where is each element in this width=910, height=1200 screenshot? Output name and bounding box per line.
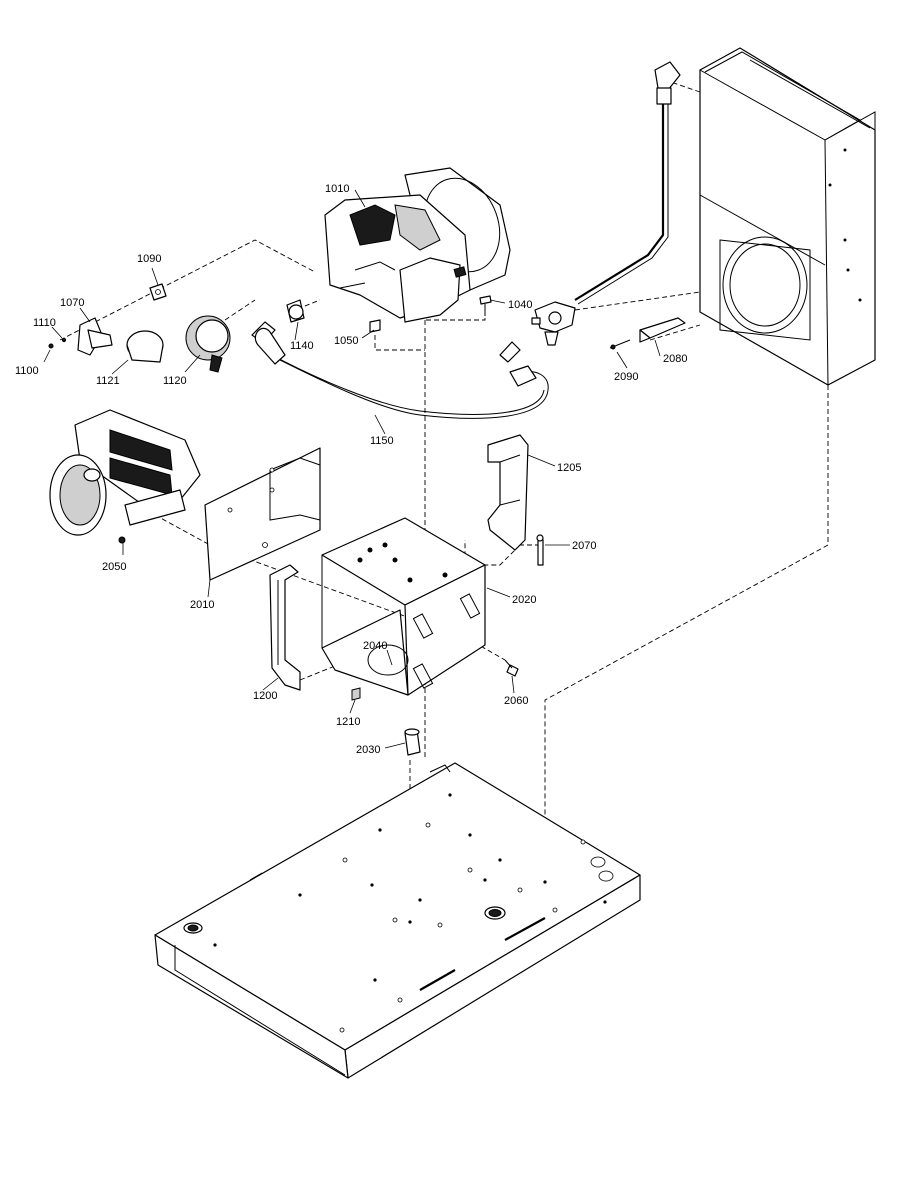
burner-fan-housing	[324, 167, 511, 323]
fuel-hose-assembly	[251, 299, 549, 419]
label-2040: 2040	[363, 640, 387, 652]
label-2090: 2090	[614, 371, 638, 383]
chassis-box-2020	[321, 517, 486, 696]
label-1070: 1070	[60, 297, 84, 309]
label-1090: 1090	[137, 253, 161, 265]
label-1121: 1121	[96, 375, 120, 387]
label-1210: 1210	[336, 716, 360, 728]
oil-pipe-and-valve	[531, 61, 681, 346]
label-1140: 1140	[290, 340, 314, 352]
base-plate	[154, 762, 641, 1079]
label-1205: 1205	[557, 462, 581, 474]
photocell-and-filter-parts	[48, 283, 231, 373]
bracket-2080	[609, 317, 686, 350]
label-2080: 2080	[663, 353, 687, 365]
label-2060: 2060	[504, 695, 528, 707]
electric-motor	[49, 409, 201, 544]
label-1150: 1150	[370, 435, 394, 447]
bracket-1205	[487, 434, 544, 566]
air-inlet-cabinet	[699, 47, 876, 386]
part-labels: 1010 1040 1050 1070 1090 1100 1110 1120 …	[15, 183, 687, 756]
bracket-1200	[269, 564, 301, 691]
label-2030: 2030	[356, 744, 380, 756]
label-1200: 1200	[253, 690, 277, 702]
label-2070: 2070	[572, 540, 596, 552]
label-1040: 1040	[508, 299, 532, 311]
label-2050: 2050	[102, 561, 126, 573]
label-1100: 1100	[15, 365, 39, 377]
label-1010: 1010	[325, 183, 349, 195]
label-1110: 1110	[33, 317, 56, 329]
label-1050: 1050	[334, 335, 358, 347]
label-2010: 2010	[190, 599, 214, 611]
label-1120: 1120	[163, 375, 187, 387]
mounting-plate-2010	[204, 447, 321, 581]
leader-lines	[43, 189, 661, 749]
label-2020: 2020	[512, 594, 536, 606]
fasteners	[351, 295, 519, 756]
